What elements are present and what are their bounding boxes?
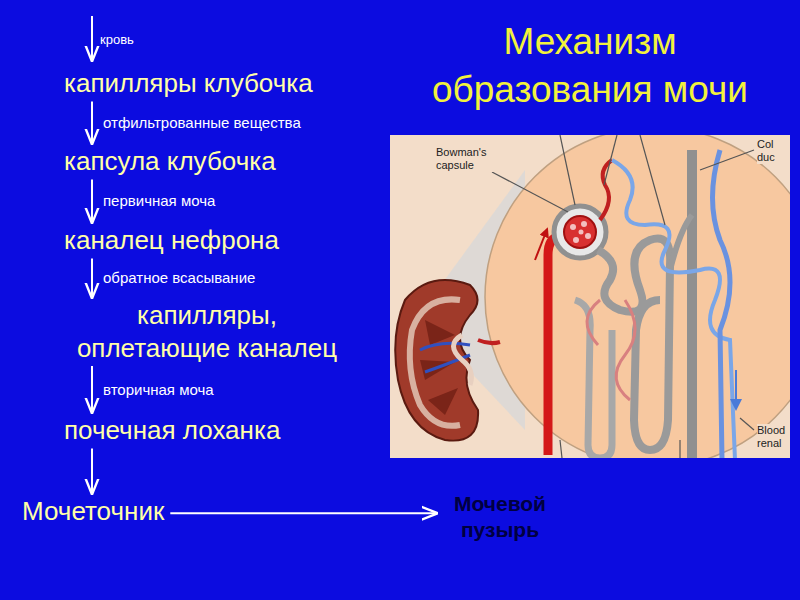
- flow-arrow: [91, 449, 93, 494]
- leader-line: [740, 418, 754, 430]
- zoom-circle: [485, 135, 790, 458]
- flow-step: капсула клубочка: [62, 144, 278, 179]
- leader-line: [492, 172, 568, 212]
- renal-artery: [478, 340, 500, 343]
- collecting-duct: [687, 150, 697, 458]
- node-text: капилляры клубочка: [64, 67, 313, 100]
- diagram-title: Механизм образования мочи: [410, 18, 770, 114]
- flow-step: Мочеточник: [20, 494, 166, 529]
- leader-line: [560, 440, 562, 458]
- flow-label: отфильтрованные вещества: [103, 114, 301, 131]
- flow-arrow: [91, 180, 93, 223]
- part-label: renal: [757, 437, 781, 450]
- artery: [548, 236, 560, 455]
- capillary-net: [587, 300, 635, 400]
- loop-of-henle: [575, 300, 612, 458]
- glomerulus: [564, 216, 596, 248]
- flow-step: капилляры, оплетающие каналец: [62, 298, 352, 365]
- leader-line: [700, 150, 754, 170]
- node-text: каналец нефрона: [64, 224, 279, 257]
- part-label: Blood: [757, 424, 785, 437]
- node-text: Мочеточник: [22, 495, 164, 528]
- leader-line: [604, 135, 617, 185]
- node-text: почечная лоханка: [64, 414, 280, 447]
- vein: [713, 150, 731, 458]
- flow-label: обратное всасывание: [103, 269, 255, 286]
- flow-label: вторичная моча: [103, 381, 214, 398]
- efferent-vessel: [600, 160, 612, 220]
- flow-arrow: [91, 16, 93, 60]
- node-text: капилляры, оплетающие каналец: [64, 299, 350, 364]
- flow-label: кровь: [100, 32, 134, 48]
- leader-line: [679, 440, 680, 458]
- node-text: Мочевой пузырь: [442, 491, 558, 544]
- part-label: Bowman's capsule: [436, 146, 496, 172]
- blood-arrow: [735, 370, 737, 405]
- flow-step: капилляры клубочка: [62, 66, 315, 101]
- flow-arrow: [170, 512, 436, 514]
- kidney: [395, 280, 478, 441]
- part-label: duc: [757, 151, 775, 164]
- leader-line: [560, 135, 575, 205]
- organ-label: Мочевой пузырь: [440, 490, 560, 545]
- duct-branch: [670, 215, 692, 270]
- flow-step: каналец нефрона: [62, 223, 281, 258]
- flow-step: почечная лоханка: [62, 413, 282, 448]
- node-text: капсула клубочка: [64, 145, 276, 178]
- flow-label: первичная моча: [103, 192, 215, 209]
- part-label: Col: [757, 138, 774, 151]
- renal-pelvis: [454, 335, 472, 385]
- flow-arrow: [91, 259, 93, 298]
- flow-arrow: [91, 102, 93, 144]
- flow-arrow: [91, 366, 93, 412]
- leader-line: [640, 135, 665, 225]
- artery-line: [535, 232, 546, 260]
